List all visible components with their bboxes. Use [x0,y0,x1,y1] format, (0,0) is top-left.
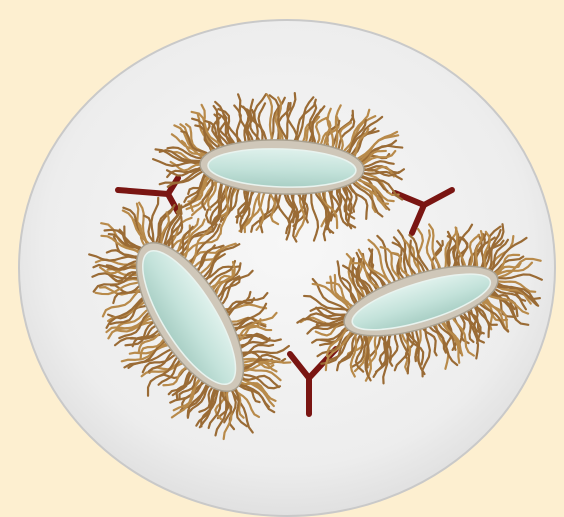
agglutination-illustration [0,0,564,517]
diagram-canvas [0,0,564,517]
